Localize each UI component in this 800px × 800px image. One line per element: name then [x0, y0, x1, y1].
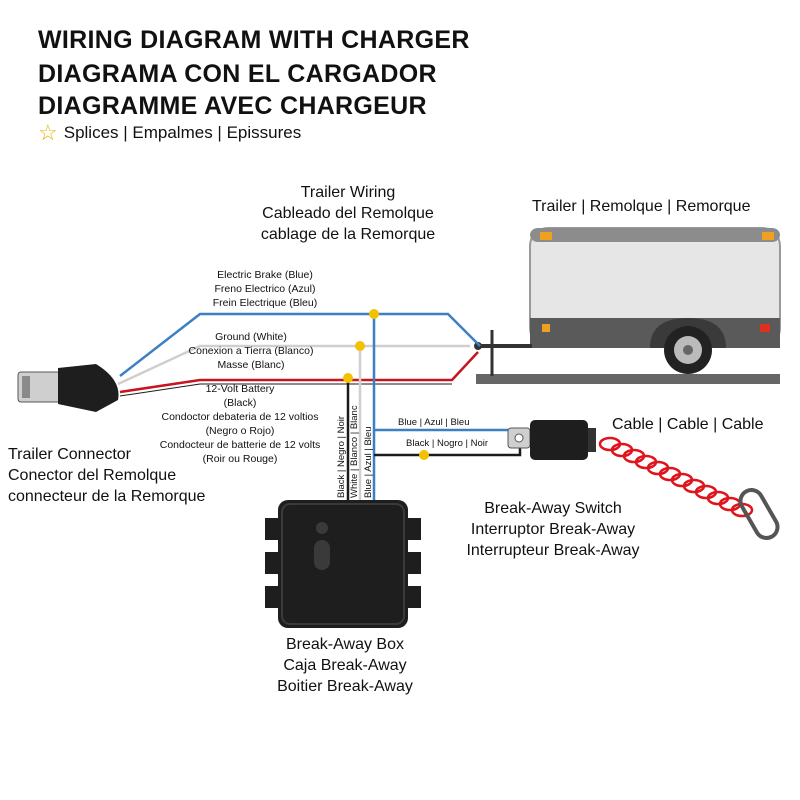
- breakaway-switch-en: Break-Away Switch: [484, 500, 622, 517]
- breakaway-switch-fr: Interrupteur Break-Away: [466, 542, 640, 559]
- splice-dot: [419, 450, 429, 460]
- title-english: WIRING DIAGRAM WITH CHARGER: [38, 26, 470, 54]
- trailer-label: Trailer | Remolque | Remorque: [532, 198, 751, 215]
- ground-label: Ground (White) Conexion a Tierra (Blanco…: [176, 330, 326, 372]
- ground-es: Conexion a Tierra (Blanco): [188, 345, 314, 357]
- vertical-label-white: White | Blanco | Blanc: [349, 405, 360, 498]
- vertical-label-blue: Blue | Azul | Bleu: [363, 426, 374, 498]
- battery-line-5: Condocteur de batterie de 12 volts: [159, 439, 321, 451]
- breakaway-box-es: Caja Break-Away: [283, 657, 407, 674]
- trailer-connector-plug: [17, 364, 119, 412]
- trailer-wiring-fr: cablage de la Remorque: [260, 226, 436, 243]
- splice-dot: [343, 373, 353, 383]
- battery-line-6: (Roir ou Rouge): [202, 453, 278, 465]
- vertical-label-black: Black | Negro | Noir: [336, 415, 347, 498]
- carabiner-icon: [738, 488, 780, 540]
- battery-label: 12-Volt Battery (Black) Condoctor debate…: [150, 382, 330, 466]
- breakaway-box-en: Break-Away Box: [286, 636, 404, 653]
- breakaway-box-fr: Boitier Break-Away: [277, 678, 413, 695]
- breakaway-box-label: Break-Away Box Caja Break-Away Boitier B…: [250, 634, 440, 697]
- switch-blue-wire-label: Blue | Azul | Bleu: [398, 417, 470, 428]
- trailer-connector-en: Trailer Connector: [8, 446, 132, 463]
- electric-brake-label: Electric Brake (Blue) Freno Electrico (A…: [190, 268, 340, 310]
- trailer-illustration: [474, 227, 781, 384]
- splice-dot: [355, 341, 365, 351]
- battery-line-2: (Black): [223, 397, 257, 409]
- switch-black-wire-label: Black | Nogro | Noir: [406, 438, 489, 449]
- electric-brake-es: Freno Electrico (Azul): [214, 283, 316, 295]
- battery-line-1: 12-Volt Battery: [205, 383, 275, 395]
- trailer-wiring-es: Cableado del Remolque: [262, 205, 434, 222]
- breakaway-switch-illustration: [507, 420, 596, 460]
- title-french: DIAGRAMME AVEC CHARGEUR: [38, 92, 427, 120]
- trailer-wiring-en: Trailer Wiring: [300, 184, 396, 201]
- ground-fr: Masse (Blanc): [217, 359, 285, 371]
- trailer-connector-fr: connecteur de la Remorque: [8, 488, 206, 505]
- electric-brake-fr: Frein Electrique (Bleu): [212, 297, 318, 309]
- trailer-wiring-label: Trailer Wiring Cableado del Remolque cab…: [238, 182, 458, 245]
- trailer-connector-es: Conector del Remolque: [8, 467, 177, 484]
- splice-dot: [369, 309, 379, 319]
- ground-en: Ground (White): [215, 331, 287, 343]
- cable-label: Cable | Cable | Cable: [612, 416, 764, 433]
- star-icon: ☆: [38, 120, 58, 145]
- title-spanish: DIAGRAMA CON EL CARGADOR: [38, 60, 437, 88]
- breakaway-box-illustration: [265, 500, 421, 628]
- trailer-connector-label: Trailer Connector Conector del Remolque …: [8, 444, 205, 507]
- splice-legend-text: Splices | Empalmes | Epissures: [63, 123, 302, 142]
- splice-legend: ☆ Splices | Empalmes | Epissures: [38, 122, 301, 144]
- battery-line-4: (Negro o Rojo): [205, 425, 275, 437]
- electric-brake-en: Electric Brake (Blue): [217, 269, 313, 281]
- breakaway-switch-label: Break-Away Switch Interruptor Break-Away…: [448, 498, 658, 561]
- battery-line-3: Condoctor debateria de 12 voltios: [161, 411, 319, 423]
- breakaway-switch-es: Interruptor Break-Away: [470, 521, 636, 538]
